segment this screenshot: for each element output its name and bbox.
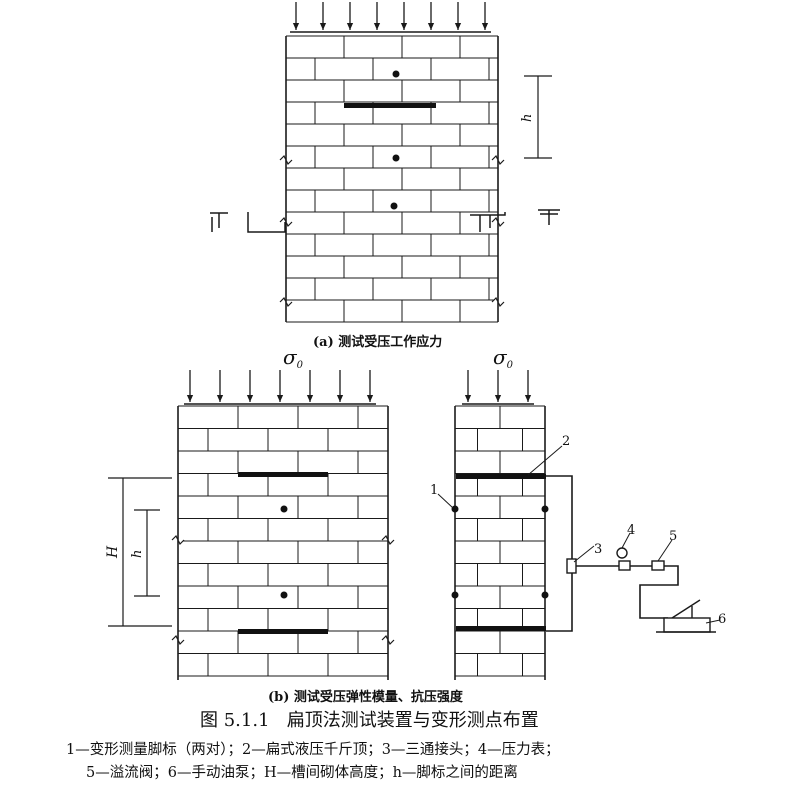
panel-a-slots xyxy=(344,103,436,108)
gauge-point xyxy=(392,154,400,162)
gauge-point xyxy=(451,505,459,513)
gauge-point xyxy=(541,591,549,599)
panel-b-caption: (b) 测试受压弹性模量、抗压强度 xyxy=(268,690,463,705)
panel-a-gauge-points xyxy=(390,70,400,210)
panel-a-brick-wall xyxy=(279,35,505,323)
legend-line-1: 1—变形测量脚标（两对）；2—扁式液压千斤顶；3—三通接头；4—压力表； xyxy=(66,742,560,758)
panel-a-dimension-h xyxy=(524,75,552,159)
flat-jack xyxy=(456,474,546,479)
gauge-point xyxy=(280,505,288,513)
flat-jack-slot xyxy=(344,103,436,108)
hydraulic-pipes xyxy=(546,475,679,632)
callout-3: 3 xyxy=(594,542,602,557)
gauge-point xyxy=(541,505,549,513)
panel-b-gauge-points-right xyxy=(451,505,549,599)
dimension-label-H: H xyxy=(105,545,121,559)
panel-b-slots-left xyxy=(238,472,328,634)
figure-title-text: 扁顶法测试装置与变形测点布置 xyxy=(286,710,539,731)
pressure-gauge-icon xyxy=(616,547,631,571)
overflow-valve-icon xyxy=(651,560,665,571)
callout-5: 5 xyxy=(669,529,677,544)
panel-b-slots-right xyxy=(456,474,546,631)
callout-4: 4 xyxy=(627,523,635,538)
legend-line-2: 5—溢流阀；6—手动油泵；H—槽间砌体高度；h—脚标之间的距离 xyxy=(86,765,518,781)
flat-jack xyxy=(456,626,546,631)
figure-number: 图 5.1.1 xyxy=(200,710,270,731)
callout-1: 1 xyxy=(430,483,438,498)
three-way-joint xyxy=(566,558,577,574)
panel-b-gauge-points-left xyxy=(280,505,288,599)
callout-6: 6 xyxy=(718,612,726,627)
callout-2: 2 xyxy=(562,434,570,449)
gauge-point xyxy=(451,591,459,599)
panel-a-dimension-label: h xyxy=(520,114,535,122)
hand-pump-icon xyxy=(656,599,716,633)
stress-symbol-left: σ0 xyxy=(283,345,304,371)
gauge-point xyxy=(392,70,400,78)
panel-b-dimensions xyxy=(108,477,172,627)
dimension-label-h: h xyxy=(130,550,145,558)
stress-symbol-right: σ0 xyxy=(493,345,514,371)
panel-a-measurement-marks xyxy=(210,209,560,233)
gauge-point xyxy=(390,202,398,210)
gauge-point xyxy=(280,591,288,599)
panel-b-load-arrows xyxy=(184,370,534,405)
flat-jack-slot xyxy=(238,629,328,634)
panel-a-load-arrows xyxy=(290,2,491,33)
panel-b-brick-wall-right xyxy=(454,405,546,680)
panel-a-caption: (a) 测试受压工作应力 xyxy=(313,335,443,350)
flat-jack-slot xyxy=(238,472,328,477)
callout-numbers: 1 2 3 4 5 6 xyxy=(430,434,726,627)
panel-b-brick-wall-left xyxy=(171,405,395,680)
callout-leaders xyxy=(437,445,721,624)
figure-title: 图 5.1.1 扁顶法测试装置与变形测点布置 xyxy=(200,706,539,732)
